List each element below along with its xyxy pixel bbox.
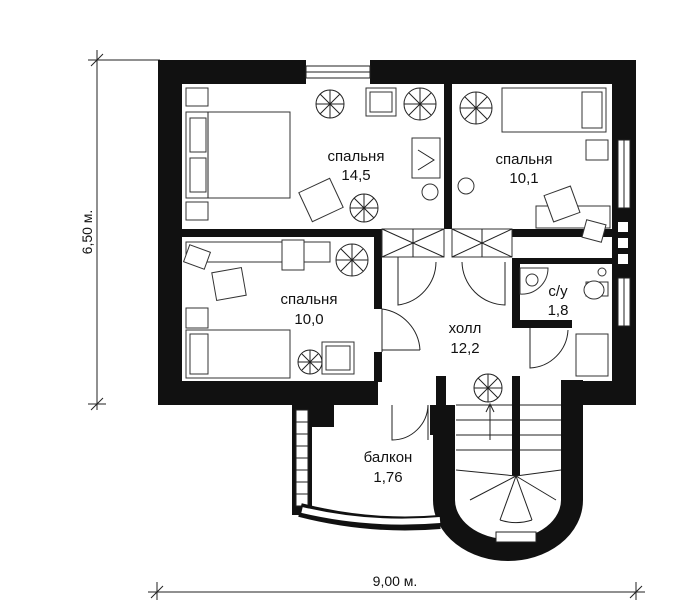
wardrobes [381, 228, 513, 258]
bedroom2-area: 10,1 [509, 170, 538, 187]
room-labels: спальня 14,5 спальня 10,1 спальня 10,0 с… [281, 148, 569, 486]
dimension-width-label: 9,00 м. [373, 573, 418, 589]
bathroom-name: с/у [548, 283, 568, 300]
bedroom1-furniture [185, 87, 441, 223]
bathroom-area: 1,8 [548, 302, 569, 319]
dimension-horizontal: 9,00 м. [148, 573, 645, 600]
bedroom2-furniture [457, 87, 611, 243]
plants [297, 87, 503, 403]
hall-area: 12,2 [450, 340, 479, 357]
bedroom3-furniture [182, 239, 355, 379]
balcony-area: 1,76 [373, 469, 402, 486]
doors [381, 257, 569, 441]
dimension-vertical: 6,50 м. [79, 50, 160, 411]
bedroom1-area: 14,5 [341, 167, 370, 184]
dimension-height-label: 6,50 м. [79, 210, 95, 255]
bedroom3-area: 10,0 [294, 311, 323, 328]
bathroom-fixtures [519, 267, 609, 377]
balcony [292, 405, 444, 531]
staircase [433, 376, 583, 561]
bedroom3-name: спальня [281, 291, 338, 308]
bedroom1-name: спальня [328, 148, 385, 165]
hall-name: холл [449, 320, 482, 337]
balcony-name: балкон [364, 449, 413, 466]
bedroom2-name: спальня [496, 151, 553, 168]
